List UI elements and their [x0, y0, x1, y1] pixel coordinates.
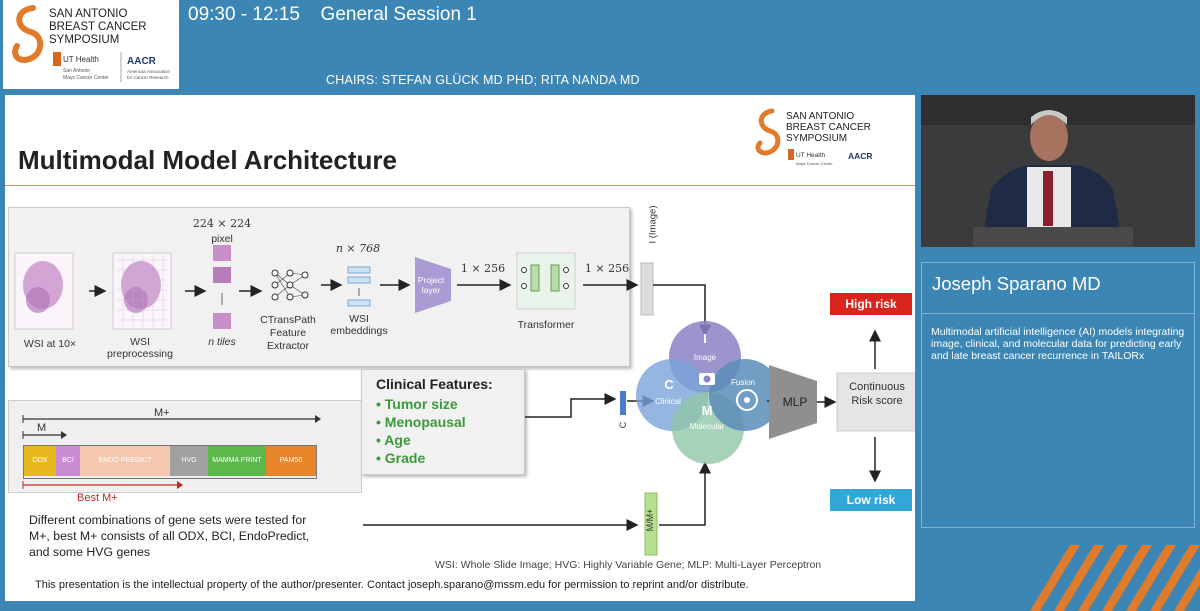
- architecture-diagram: [14, 245, 915, 556]
- session-time: 09:30 - 12:15 General Session 1: [188, 4, 477, 25]
- gene-cell-bci: BCI: [56, 446, 80, 476]
- svg-text:BREAST CANCER: BREAST CANCER: [49, 21, 147, 33]
- session-name: General Session 1: [320, 4, 477, 25]
- molecular-vector-icon: [644, 492, 658, 556]
- image-vector-label: I (Image): [647, 205, 659, 244]
- embedding-size-label: n × 768: [335, 242, 381, 255]
- clinical-item: • Tumor size: [376, 396, 458, 412]
- sabcs-logo-icon: SAN ANTONIO BREAST CANCER SYMPOSIUM UT H…: [755, 108, 873, 166]
- mlp-label: MLP: [782, 395, 808, 409]
- low-risk-badge: Low risk: [830, 489, 912, 511]
- transformer-label: Transformer: [517, 319, 575, 331]
- svg-text:UT Health: UT Health: [63, 55, 99, 64]
- stripes-decoration-icon: [1030, 545, 1200, 611]
- tile-icon: [213, 313, 231, 329]
- clinical-vector-icon: [620, 391, 626, 415]
- fusion-molecular-label: Molecular: [689, 422, 725, 431]
- svg-text:SYMPOSIUM: SYMPOSIUM: [49, 34, 119, 46]
- speaker-video-frame: [921, 95, 1195, 247]
- svg-text:Mays Cancer Center: Mays Cancer Center: [796, 161, 833, 166]
- session-chairs: CHAIRS: STEFAN GLÜCK MD PHD; RITA NANDA …: [326, 73, 640, 87]
- speaker-divider: [922, 313, 1194, 314]
- brain-gear-icon: [736, 389, 758, 411]
- m-label: M: [37, 422, 47, 434]
- slide-logo: SAN ANTONIO BREAST CANCER SYMPOSIUM UT H…: [750, 105, 890, 180]
- sabcs-logo-icon: SAN ANTONIO BREAST CANCER SYMPOSIUM UT H…: [12, 5, 171, 82]
- svg-text:for Cancer Research: for Cancer Research: [127, 75, 169, 80]
- risk-score-label: Continuous Risk score: [849, 381, 905, 407]
- wsi-embeddings-label: WSI embeddings: [330, 313, 388, 337]
- tile-icon: [213, 245, 231, 261]
- wsi-label: WSI at 10×: [23, 338, 77, 350]
- transformer-icon: [516, 252, 576, 310]
- gene-cell-odx: ODX: [24, 446, 56, 476]
- talk-title: Multimodal artificial intelligence (AI) …: [931, 326, 1185, 362]
- title-divider: [5, 185, 915, 186]
- fusion-image-label: Image: [693, 353, 717, 362]
- fusion-label: Fusion: [730, 378, 755, 387]
- copyright-notice: This presentation is the intellectual pr…: [35, 579, 749, 591]
- svg-text:SYMPOSIUM: SYMPOSIUM: [786, 133, 847, 144]
- symposium-logo: SAN ANTONIO BREAST CANCER SYMPOSIUM UT H…: [3, 0, 179, 89]
- risk-score-box: [836, 372, 915, 432]
- clinical-item: • Grade: [376, 450, 426, 466]
- tile-icon: [213, 267, 231, 283]
- svg-text:AACR: AACR: [848, 151, 873, 161]
- slide-title: Multimodal Model Architecture: [18, 145, 397, 175]
- svg-text:Mays Cancer Center: Mays Cancer Center: [63, 75, 109, 81]
- speaker-info-panel: Joseph Sparano MD Multimodal artificial …: [921, 262, 1195, 528]
- best-m-plus-label: Best M+: [77, 492, 118, 504]
- gene-cell-hvg: HVG: [170, 446, 208, 476]
- dim-label: 1 × 256: [584, 262, 630, 275]
- gene-set-description: Different combinations of gene sets were…: [29, 513, 310, 559]
- speaker-name: Joseph Sparano MD: [932, 273, 1101, 294]
- gene-set-bar: ODX BCI ENDO PREDICT HVG MAMMA PRINT PAM…: [23, 445, 317, 479]
- embedding-icon: [347, 266, 371, 274]
- tiles-count-label: n tiles: [208, 336, 236, 348]
- gene-cell-mammaprint: MAMMA PRINT: [208, 446, 266, 476]
- svg-text:American Association: American Association: [127, 69, 171, 74]
- fusion-clinical-letter: C: [664, 377, 674, 392]
- project-layer-label: Project layer: [417, 275, 445, 295]
- m-plus-label: M+: [154, 407, 170, 419]
- gene-sets-panel: M+ M ODX BCI ENDO PREDICT HVG MAMMA PRIN…: [8, 400, 362, 493]
- svg-text:BREAST CANCER: BREAST CANCER: [786, 122, 871, 133]
- fusion-image-letter: I: [703, 331, 707, 346]
- abbreviations-note: WSI: Whole Slide Image; HVG: Highly Vari…: [435, 559, 822, 571]
- project-layer-icon: [415, 257, 451, 313]
- high-risk-badge: High risk: [830, 293, 912, 315]
- gene-cell-endopredict: ENDO PREDICT: [80, 446, 170, 476]
- feature-extractor-label: CTransPath Feature Extractor: [260, 314, 316, 352]
- tile-unit-label: pixel: [211, 233, 233, 245]
- image-vector-icon: [640, 262, 654, 316]
- mlp-icon: [769, 365, 817, 439]
- clinical-heading: Clinical Features:: [376, 376, 493, 392]
- clinical-features-panel: Clinical Features: • Tumor size • Menopa…: [361, 369, 525, 475]
- presentation-slide: SAN ANTONIO BREAST CANCER SYMPOSIUM UT H…: [5, 95, 915, 601]
- gene-span-arrows: [22, 415, 321, 489]
- clinical-item: • Menopausal: [376, 414, 466, 430]
- svg-text:SAN ANTONIO: SAN ANTONIO: [49, 8, 127, 20]
- decorative-stripes: [1010, 545, 1200, 611]
- wsi-preprocessing-label: WSI preprocessing: [107, 336, 173, 360]
- fusion-clinical-label: Clinical: [655, 397, 681, 406]
- clinical-vector-label: C: [618, 421, 628, 429]
- tile-size-label: 224 × 224: [192, 217, 252, 230]
- svg-text:San Antonio: San Antonio: [63, 68, 90, 74]
- svg-text:UT Health: UT Health: [796, 152, 826, 159]
- fusion-icon: [709, 359, 781, 431]
- gene-cell-pam50: PAM50: [266, 446, 316, 476]
- speaker-video: [921, 95, 1195, 247]
- clinical-item: • Age: [376, 432, 411, 448]
- svg-text:AACR: AACR: [127, 56, 157, 67]
- molecular-vector-label: M/M+: [645, 508, 655, 532]
- dim-label: 1 × 256: [460, 262, 506, 275]
- svg-text:SAN ANTONIO: SAN ANTONIO: [786, 111, 854, 122]
- fusion-molecular-letter: M: [701, 403, 713, 418]
